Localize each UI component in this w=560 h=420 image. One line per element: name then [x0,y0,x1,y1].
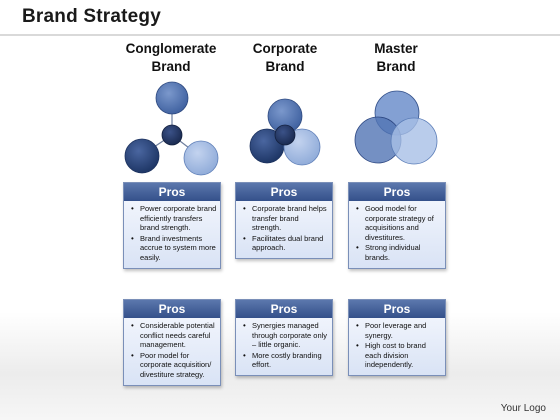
logo-placeholder-text: Your Logo [500,403,546,414]
bullet-item: Synergies managed through corporate only… [243,321,329,350]
slide-title: Brand Strategy [22,6,162,27]
bullet-item: High cost to brand each division indepen… [356,341,442,370]
heading-line2: Brand [265,59,305,74]
title-divider [0,34,560,36]
card-bullets: Good model for corporate strategy of acq… [349,201,445,268]
circle-core [274,124,296,146]
circle-top [155,81,189,115]
card-header: Pros [349,183,445,201]
heading-master: Master Brand [336,40,456,76]
corporate-second-card: Pros Synergies managed through corporate… [235,299,333,376]
circle-right [183,140,219,176]
bullet-item: Considerable potential conflict needs ca… [131,321,217,350]
conglomerate-pros-card: Pros Power corporate brand efficiently t… [123,182,221,269]
card-header: Pros [124,300,220,318]
heading-line2: Brand [376,59,416,74]
heading-line1: Master [374,41,418,56]
master-pros-card: Pros Good model for corporate strategy o… [348,182,446,269]
bullet-item: Poor leverage and synergy. [356,321,442,340]
bullet-item: Good model for corporate strategy of acq… [356,204,442,242]
circle-left [124,138,160,174]
bullet-item: Corporate brand helps transfer brand str… [243,204,329,233]
card-bullets: Synergies managed through corporate only… [236,318,332,375]
master-diagram [354,90,438,165]
circle-hub [161,124,183,146]
master-second-card: Pros Poor leverage and synergy. High cos… [348,299,446,376]
card-header: Pros [124,183,220,201]
bullet-item: Brand investments accrue to system more … [131,234,217,263]
card-header: Pros [349,300,445,318]
card-header: Pros [236,183,332,201]
card-bullets: Corporate brand helps transfer brand str… [236,201,332,258]
brand-diagrams [124,81,438,176]
bullet-item: Facilitates dual brand approach. [243,234,329,253]
card-bullets: Considerable potential conflict needs ca… [124,318,220,385]
heading-line1: Corporate [252,41,318,56]
bullet-item: More costly branding effort. [243,351,329,370]
card-header: Pros [236,300,332,318]
circle-right [390,117,438,165]
bullet-item: Power corporate brand efficiently transf… [131,204,217,233]
conglomerate-second-card: Pros Considerable potential conflict nee… [123,299,221,386]
conglomerate-diagram [124,81,219,176]
corporate-diagram [249,98,321,166]
heading-line2: Brand [151,59,191,74]
heading-line1: Conglomerate [125,41,217,56]
card-bullets: Power corporate brand efficiently transf… [124,201,220,268]
heading-conglomerate: Conglomerate Brand [111,40,231,76]
heading-corporate: Corporate Brand [225,40,345,76]
bullet-item: Strong individual brands. [356,243,442,262]
card-bullets: Poor leverage and synergy. High cost to … [349,318,445,375]
bullet-item: Poor model for corporate acquisition/ di… [131,351,217,380]
corporate-pros-card: Pros Corporate brand helps transfer bran… [235,182,333,259]
